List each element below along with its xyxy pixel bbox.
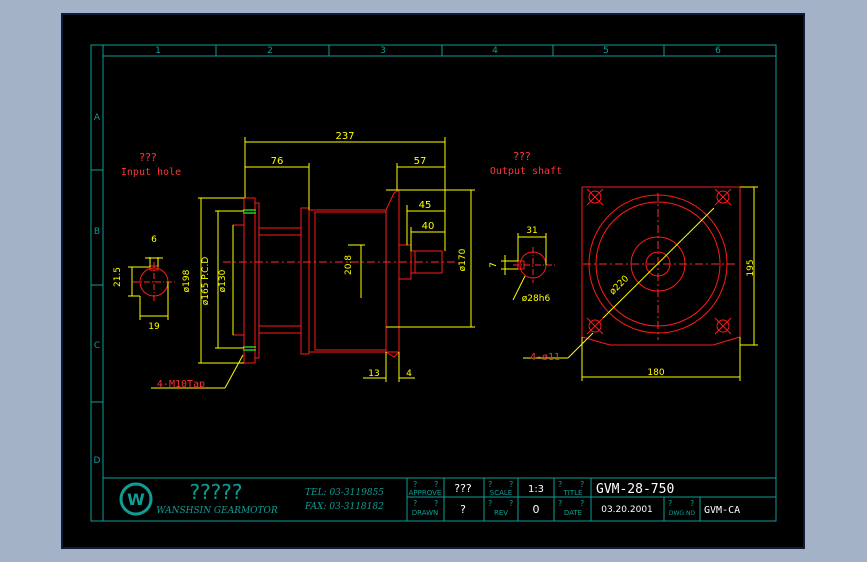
drawing-sheet: 1 2 3 4 5 6 A B C D ??? Input hole 6 21.…	[90, 44, 777, 522]
dwg-label: DWG NO	[669, 510, 696, 517]
col-label-2: 2	[267, 46, 273, 56]
drawn-q2: ?	[434, 499, 438, 508]
output-shaft-view: ??? Output shaft 31 7 ø28h6	[489, 150, 562, 304]
title-label: TITLE	[563, 489, 583, 497]
row-label-b: B	[94, 227, 100, 237]
dim-76: 76	[271, 156, 284, 167]
dim-195: 195	[746, 259, 756, 276]
input-title: ???	[139, 151, 157, 164]
output-subtitle: Output shaft	[490, 166, 562, 177]
dwg-q1: ?	[668, 499, 672, 508]
dim-key-19: 19	[148, 322, 160, 332]
approve-q1: ?	[413, 480, 417, 489]
scale-q1: ?	[488, 480, 492, 489]
cad-viewport[interactable]: 1 2 3 4 5 6 A B C D ??? Input hole 6 21.…	[61, 13, 805, 549]
company-logo	[119, 482, 153, 516]
dim-13: 13	[368, 369, 379, 379]
dwg-value: GVM-CA	[704, 505, 740, 516]
date-q1: ?	[558, 499, 562, 508]
company-fax: FAX: 03-3118182	[304, 502, 384, 512]
scale-q2: ?	[509, 480, 513, 489]
drawn-q1: ?	[413, 499, 417, 508]
col-label-6: 6	[715, 46, 721, 56]
output-title: ???	[513, 150, 531, 163]
rev-q1: ?	[488, 499, 492, 508]
row-label-d: D	[94, 456, 101, 466]
front-view: ø220 195 180 4-ø11	[523, 186, 758, 381]
dim-key-6: 6	[151, 235, 157, 245]
date-q2: ?	[580, 499, 584, 508]
grid-labels: 1 2 3 4 5 6 A B C D	[94, 46, 722, 466]
dim-40: 40	[422, 221, 435, 232]
input-hole-view: ??? Input hole 6 21.5 19	[113, 151, 181, 332]
title-block: W ????? WANSHSIN GEARMOTOR TEL: 03-31198…	[102, 477, 777, 522]
input-subtitle: Input hole	[121, 167, 181, 178]
dim-170: ø170	[458, 248, 468, 271]
dim-shaft-31: 31	[526, 226, 537, 236]
col-label-1: 1	[155, 46, 161, 56]
dim-57: 57	[414, 156, 427, 167]
col-label-3: 3	[380, 46, 386, 56]
dim-45: 45	[419, 200, 432, 211]
dim-20-8: 20.8	[344, 255, 354, 275]
rev-label: REV	[494, 509, 508, 517]
date-label: DATE	[564, 509, 582, 517]
approve-label: APPROVE	[409, 489, 442, 497]
col-label-4: 4	[492, 46, 498, 56]
dim-shaft-7: 7	[489, 262, 499, 268]
approve-value: ???	[454, 482, 472, 495]
rev-q2: ?	[509, 499, 513, 508]
title-q2: ?	[580, 480, 584, 489]
rev-value: 0	[533, 503, 540, 516]
row-label-a: A	[94, 113, 101, 123]
dim-180: 180	[647, 368, 664, 378]
logo-letter: W	[127, 490, 145, 509]
scale-value: 1:3	[528, 484, 544, 495]
dim-key-21-5: 21.5	[113, 267, 123, 287]
dim-198: ø198	[182, 269, 192, 292]
bolt-callout: 4-M10Tap	[157, 379, 205, 390]
approve-q2: ?	[434, 480, 438, 489]
company-name-en: WANSHSIN GEARMOTOR	[156, 506, 278, 516]
dwg-q2: ?	[690, 499, 694, 508]
dim-4: 4	[406, 369, 412, 379]
drawn-label: DRAWN	[412, 509, 439, 517]
company-name-cn: ?????	[189, 480, 242, 504]
title-value: GVM-28-750	[596, 482, 674, 497]
sheet-frame	[90, 44, 777, 522]
dim-overall-237: 237	[335, 131, 354, 142]
dim-165-pcd: ø165 P.C.D	[201, 257, 211, 306]
drawn-value: ?	[460, 503, 466, 516]
col-label-5: 5	[603, 46, 609, 56]
dim-shaft-28h6: ø28h6	[522, 294, 551, 304]
row-label-c: C	[94, 341, 100, 351]
side-view: 237 76 57 45 40 ø198 ø165 P.C.D ø130 20.…	[151, 131, 475, 390]
dim-130: ø130	[218, 269, 228, 292]
company-tel: TEL: 03-3119855	[305, 488, 384, 498]
scale-label: SCALE	[490, 489, 512, 497]
date-value: 03.20.2001	[601, 505, 653, 515]
title-q1: ?	[558, 480, 562, 489]
mount-callout: 4-ø11	[530, 352, 560, 363]
